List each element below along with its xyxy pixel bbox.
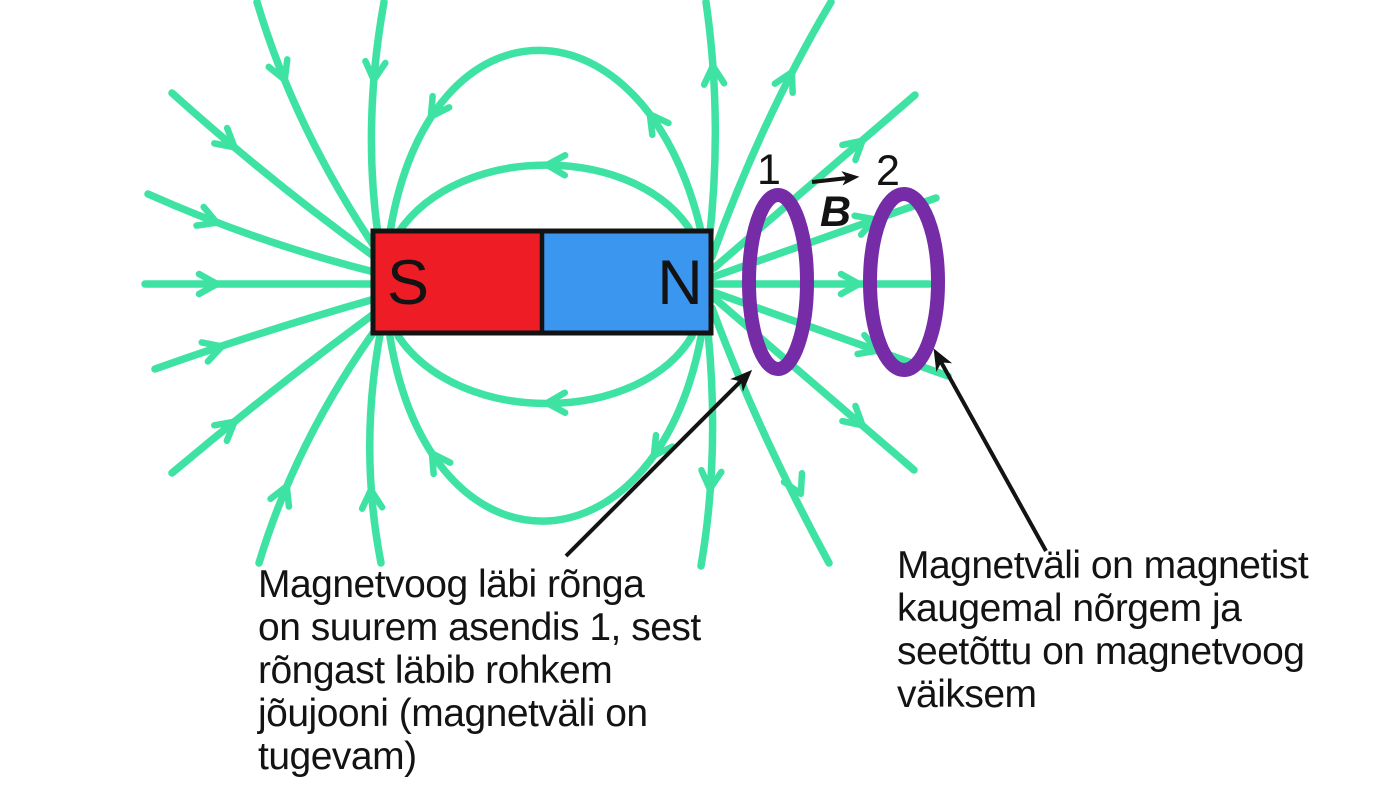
field-loop-top-outer bbox=[386, 46, 705, 236]
field-arrow-icon bbox=[427, 92, 453, 120]
field-line bbox=[255, 318, 385, 567]
field-arrow-icon bbox=[700, 62, 728, 88]
field-arrow-icon bbox=[543, 389, 569, 416]
magnet-south-half bbox=[373, 231, 542, 333]
south-pole-label: S bbox=[387, 248, 429, 318]
field-arrow-icon bbox=[358, 486, 386, 512]
field-arrow-icon bbox=[771, 68, 796, 97]
b-vector-label: B bbox=[820, 188, 851, 236]
field-line bbox=[253, 0, 382, 256]
annotation-arrowhead-icon bbox=[730, 369, 753, 392]
field-line bbox=[144, 190, 382, 277]
field-line bbox=[708, 304, 833, 567]
field-arrow-icon bbox=[780, 469, 806, 498]
b-vector-arrowhead-icon bbox=[841, 171, 860, 186]
rings: 1 2 bbox=[742, 146, 945, 377]
field-line bbox=[151, 294, 382, 373]
field-arrow-icon bbox=[211, 124, 238, 151]
field-line bbox=[697, 328, 717, 570]
field-loop-top-inner bbox=[394, 161, 696, 237]
field-line bbox=[168, 89, 383, 264]
field-line bbox=[366, 320, 386, 567]
field-line bbox=[702, 0, 720, 246]
ring-2 bbox=[863, 187, 945, 377]
magnet-north-half bbox=[542, 231, 711, 333]
field-direction-arrows bbox=[193, 56, 882, 512]
field-arrow-icon bbox=[198, 339, 226, 365]
field-arrow-icon bbox=[646, 111, 672, 139]
ring-1-label: 1 bbox=[757, 146, 781, 194]
field-loop-bottom-outer bbox=[386, 333, 705, 525]
field-line bbox=[367, 0, 388, 252]
field-arrow-icon bbox=[698, 466, 725, 493]
field-arrow-icon bbox=[839, 137, 866, 164]
field-arrow-icon bbox=[211, 418, 238, 445]
magnet-outline bbox=[370, 228, 714, 336]
annotation-arrowhead-icon bbox=[933, 348, 953, 372]
field-arrow-icon bbox=[837, 270, 863, 298]
annotation-arrow-left bbox=[564, 369, 753, 558]
ring-1 bbox=[742, 188, 814, 376]
ring-2-label: 2 bbox=[876, 147, 900, 195]
field-line bbox=[708, 0, 835, 261]
field-arrow-icon bbox=[362, 57, 389, 84]
b-vector-arrow bbox=[811, 176, 849, 184]
b-vector: B bbox=[811, 171, 860, 236]
field-arrow-icon bbox=[195, 270, 221, 298]
caption-flux-ring-2: Magnetväli on magnetist kaugemal nõrgem … bbox=[897, 544, 1309, 716]
field-line bbox=[168, 306, 383, 477]
field-arrow-icon bbox=[267, 482, 293, 510]
field-arrow-icon bbox=[650, 431, 676, 459]
field-arrow-icon bbox=[428, 450, 454, 478]
caption-flux-ring-1: Magnetvoog läbi rõnga on suurem asendis … bbox=[258, 563, 701, 778]
field-arrow-icon bbox=[193, 203, 221, 229]
annotation-arrow-right bbox=[933, 348, 1048, 552]
field-arrow-icon bbox=[839, 402, 866, 429]
field-arrow-icon bbox=[265, 56, 291, 84]
field-loop-bottom-inner bbox=[394, 332, 696, 408]
bar-magnet: S N bbox=[370, 228, 714, 336]
north-pole-label: N bbox=[657, 248, 703, 318]
field-arrow-icon bbox=[543, 152, 569, 179]
